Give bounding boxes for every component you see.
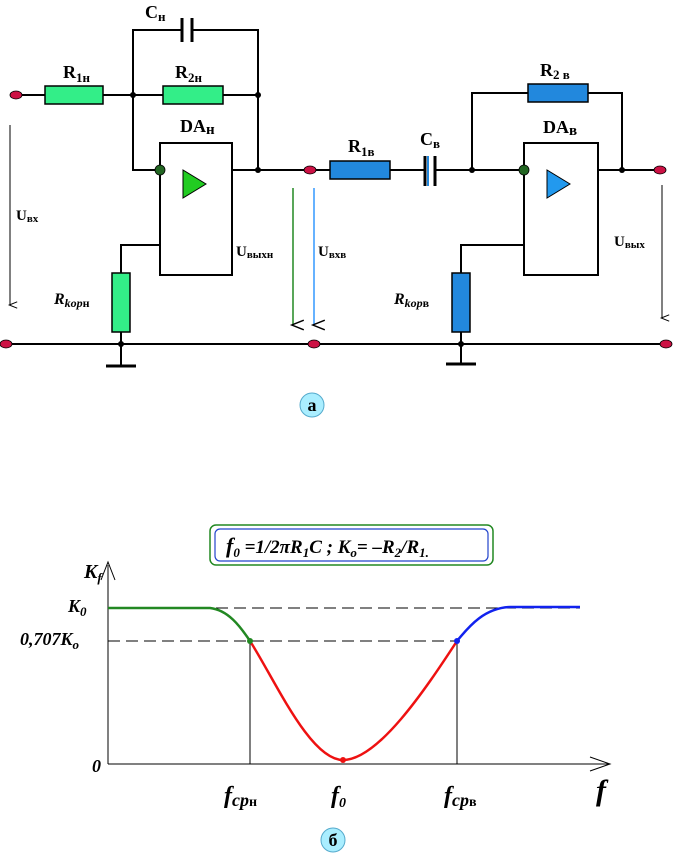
label-r1n: R1н — [63, 62, 91, 85]
circuit-diagram: R1н R2н Cн DAн R1в Cв R2 в DAв Uвх Uвыхн… — [0, 2, 673, 418]
opamp-da-v — [523, 142, 599, 276]
x-tick-f0: f0 — [331, 783, 346, 811]
capacitor-cv — [423, 156, 437, 186]
y-tick-zero: 0 — [92, 756, 101, 776]
curve-high-band — [456, 605, 580, 642]
junction-dots — [118, 92, 625, 347]
point-fcpn — [247, 638, 253, 644]
label-u-in-v: Uвхв — [318, 244, 346, 261]
label-u-out-n: Uвыхн — [236, 244, 274, 261]
y-tick-0707k0: 0,707Ko — [20, 629, 80, 652]
label-cv: Cв — [420, 129, 440, 151]
panel-label-b: б — [320, 827, 346, 853]
formula-text: f0 =1/2πR1C ; Ko= –R2/R1. — [226, 533, 429, 560]
y-axis-label: Kf — [83, 561, 103, 585]
label-r2n: R2н — [175, 62, 203, 85]
y-tick-k0: K0 — [67, 596, 87, 619]
resistor-r2n — [162, 85, 224, 105]
label-da-v: DAв — [543, 117, 577, 139]
opamp-v-input-node — [518, 164, 530, 176]
frequency-response-chart: f0 =1/2πR1C ; Ko= –R2/R1. Kf f K0 0,707K… — [20, 524, 612, 853]
opamp-da-n — [159, 142, 233, 276]
formula-box: f0 =1/2πR1C ; Ko= –R2/R1. — [209, 524, 494, 566]
x-axis-label: f — [596, 774, 609, 807]
resistor-r1v — [329, 160, 391, 180]
x-tick-fcpv: fcpв — [444, 783, 477, 810]
label-r2v: R2 в — [540, 60, 570, 82]
label-cn: Cн — [145, 2, 166, 24]
svg-text:б: б — [329, 830, 338, 850]
point-f0 — [340, 757, 346, 763]
x-tick-fcpn: fcpн — [224, 783, 257, 810]
resistor-rkor-n — [111, 272, 131, 333]
panel-label-a: а — [299, 392, 325, 418]
label-r1v: R1в — [348, 136, 375, 159]
resistor-r2v — [527, 83, 589, 103]
curve-stop-band — [248, 640, 459, 762]
resistor-rkor-v — [451, 272, 471, 333]
capacitor-cn — [180, 18, 194, 42]
label-rkor-n: Rkорн — [53, 291, 90, 310]
svg-text:а: а — [308, 395, 317, 415]
label-da-n: DAн — [180, 116, 215, 138]
opamp-n-input-node — [154, 164, 166, 176]
point-fcpv — [454, 638, 460, 644]
label-rkor-v: Rkорв — [393, 291, 430, 310]
terminal-nodes — [0, 90, 673, 349]
resistor-r1n — [44, 85, 104, 105]
curve-low-band — [108, 606, 252, 642]
label-u-in: Uвх — [16, 208, 39, 225]
label-u-out: Uвых — [614, 234, 645, 251]
